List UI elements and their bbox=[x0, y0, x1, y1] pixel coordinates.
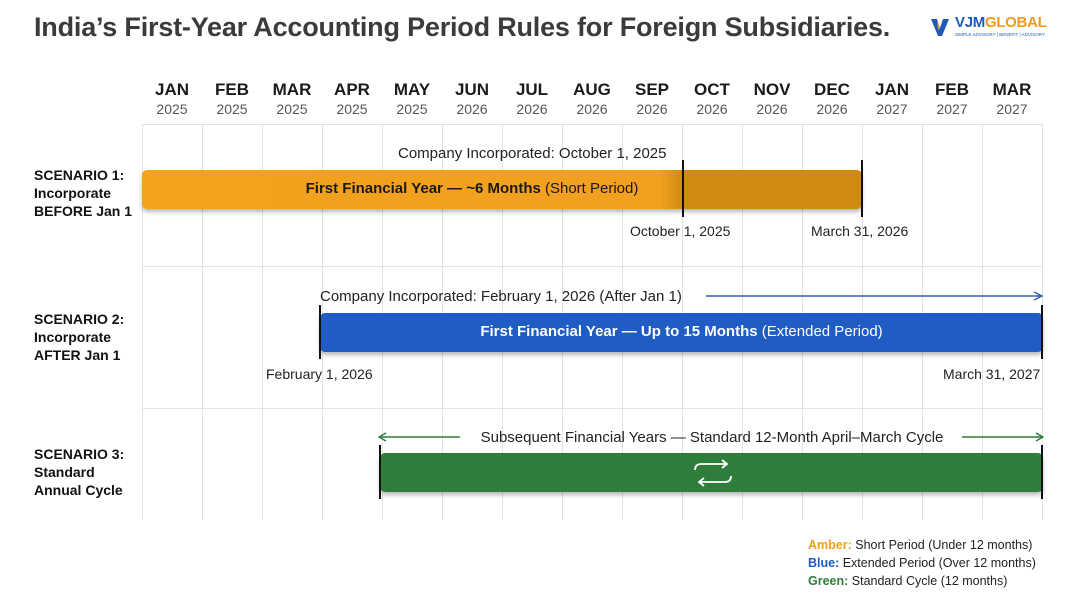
grid-row-divider bbox=[142, 266, 1043, 267]
brand-name: VJMGLOBAL bbox=[955, 14, 1047, 31]
scenario-3-range-arrows-icon bbox=[378, 432, 1045, 442]
scenario-2-incorporation-note: Company Incorporated: February 1, 2026 (… bbox=[320, 288, 682, 305]
scenario-3-end-marker bbox=[1041, 445, 1043, 499]
logo-mark-icon bbox=[931, 19, 949, 36]
scenario-1-end-marker bbox=[861, 160, 863, 217]
legend-item-green: Green: Standard Cycle (12 months) bbox=[808, 574, 1008, 588]
scenario-1-bar-label: First Financial Year — ~6 Months (Short … bbox=[305, 180, 639, 197]
scenario-3-start-marker bbox=[379, 445, 381, 499]
scenario-1-incorporation-note: Company Incorporated: October 1, 2025 bbox=[398, 145, 667, 162]
scenario-2-start-date: February 1, 2026 bbox=[266, 366, 373, 382]
scenario-1-start-marker bbox=[682, 160, 684, 217]
repeat-cycle-icon bbox=[694, 459, 732, 487]
scenario-2-label: SCENARIO 2: Incorporate AFTER Jan 1 bbox=[34, 311, 125, 363]
scenario-2-arrow-icon bbox=[706, 291, 1044, 301]
page-title: India’s First-Year Accounting Period Rul… bbox=[34, 12, 891, 42]
scenario-2-end-marker bbox=[1041, 305, 1043, 359]
brand-tagline: SIMPLE ADVISORY | BENEFIT | ADVISORY bbox=[955, 32, 1045, 37]
scenario-2-bar-label: First Financial Year — Up to 15 Months (… bbox=[480, 323, 883, 340]
scenario-1-end-date: March 31, 2026 bbox=[811, 223, 909, 239]
grid-row-divider bbox=[142, 408, 1043, 409]
scenario-1-bar bbox=[142, 170, 862, 209]
scenario-3-label: SCENARIO 3: Standard Annual Cycle bbox=[34, 446, 125, 498]
grid-line bbox=[142, 124, 143, 520]
legend-item-amber: Amber: Short Period (Under 12 months) bbox=[808, 538, 1033, 552]
scenario-1-start-date: October 1, 2025 bbox=[630, 223, 731, 239]
grid-row-divider bbox=[142, 124, 1043, 125]
grid-line bbox=[202, 124, 203, 520]
scenario-2-bar bbox=[320, 313, 1043, 352]
scenario-3-cycle-note: Subsequent Financial Years — Standard 12… bbox=[480, 429, 944, 446]
legend-item-blue: Blue: Extended Period (Over 12 months) bbox=[808, 556, 1036, 570]
scenario-3-bar bbox=[380, 453, 1043, 492]
grid-line bbox=[262, 124, 263, 520]
scenario-2-start-marker bbox=[319, 305, 321, 359]
scenario-1-label: SCENARIO 1: Incorporate BEFORE Jan 1 bbox=[34, 167, 133, 219]
scenario-2-end-date: March 31, 2027 bbox=[943, 366, 1041, 382]
brand-logo: VJMGLOBAL SIMPLE ADVISORY | BENEFIT | AD… bbox=[929, 14, 1059, 44]
legend: Amber: Short Period (Under 12 months) Bl… bbox=[808, 536, 1036, 590]
